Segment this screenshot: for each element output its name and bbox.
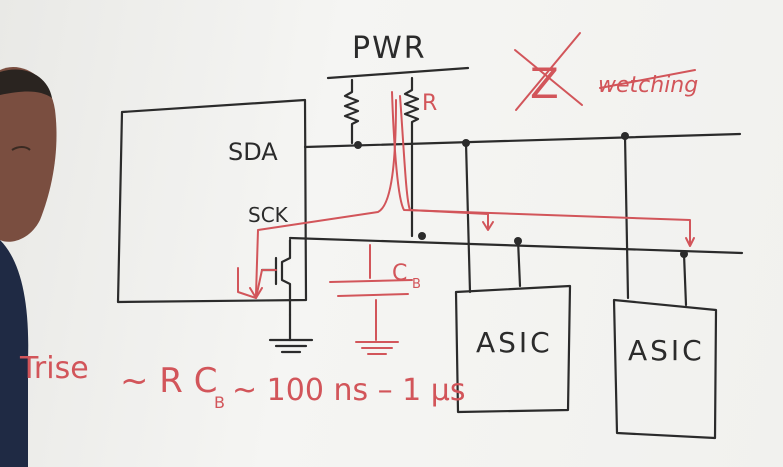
cap-subscript: B xyxy=(412,277,421,292)
controller-box xyxy=(116,98,308,304)
cap-plate-top xyxy=(329,279,413,283)
pullup-resistor-sda xyxy=(343,78,360,145)
crossed-word: wetching xyxy=(598,73,698,98)
current-path-mid xyxy=(399,95,489,229)
black-ink xyxy=(116,66,744,440)
equation-subscript: B xyxy=(214,393,225,412)
asic1-label: ASIC xyxy=(476,326,553,359)
sda-label: SDA xyxy=(228,138,278,166)
transistor xyxy=(280,238,292,317)
resistor-label: R xyxy=(422,91,437,116)
cross-stroke-2 xyxy=(515,32,581,111)
cross-stroke-1 xyxy=(514,49,583,106)
cap-plate-bottom xyxy=(337,293,409,297)
asic2-label: ASIC xyxy=(628,334,705,367)
current-path-left xyxy=(255,99,397,296)
text-layer: PWR R SDA SCK Z wetching C B ASIC ASIC T… xyxy=(19,31,705,412)
sck-line xyxy=(288,236,744,255)
presenter xyxy=(0,66,57,467)
pullup-resistor-sck xyxy=(403,76,420,238)
crossed-symbol: Z xyxy=(530,59,559,108)
equation-trise: Trise xyxy=(19,351,89,386)
red-ink xyxy=(237,32,696,355)
current-path-right xyxy=(391,91,691,245)
asic-box-2 xyxy=(612,298,718,440)
sda-line xyxy=(303,132,742,149)
pwr-label: PWR xyxy=(352,31,427,66)
equation-range: ~ 100 ns – 1 μs xyxy=(232,373,466,408)
asic-box-1 xyxy=(454,284,572,414)
equation-rc: ~ R C xyxy=(120,361,217,401)
power-rail xyxy=(326,66,470,80)
sck-label: SCK xyxy=(248,203,289,227)
cap-label: C xyxy=(392,261,407,286)
